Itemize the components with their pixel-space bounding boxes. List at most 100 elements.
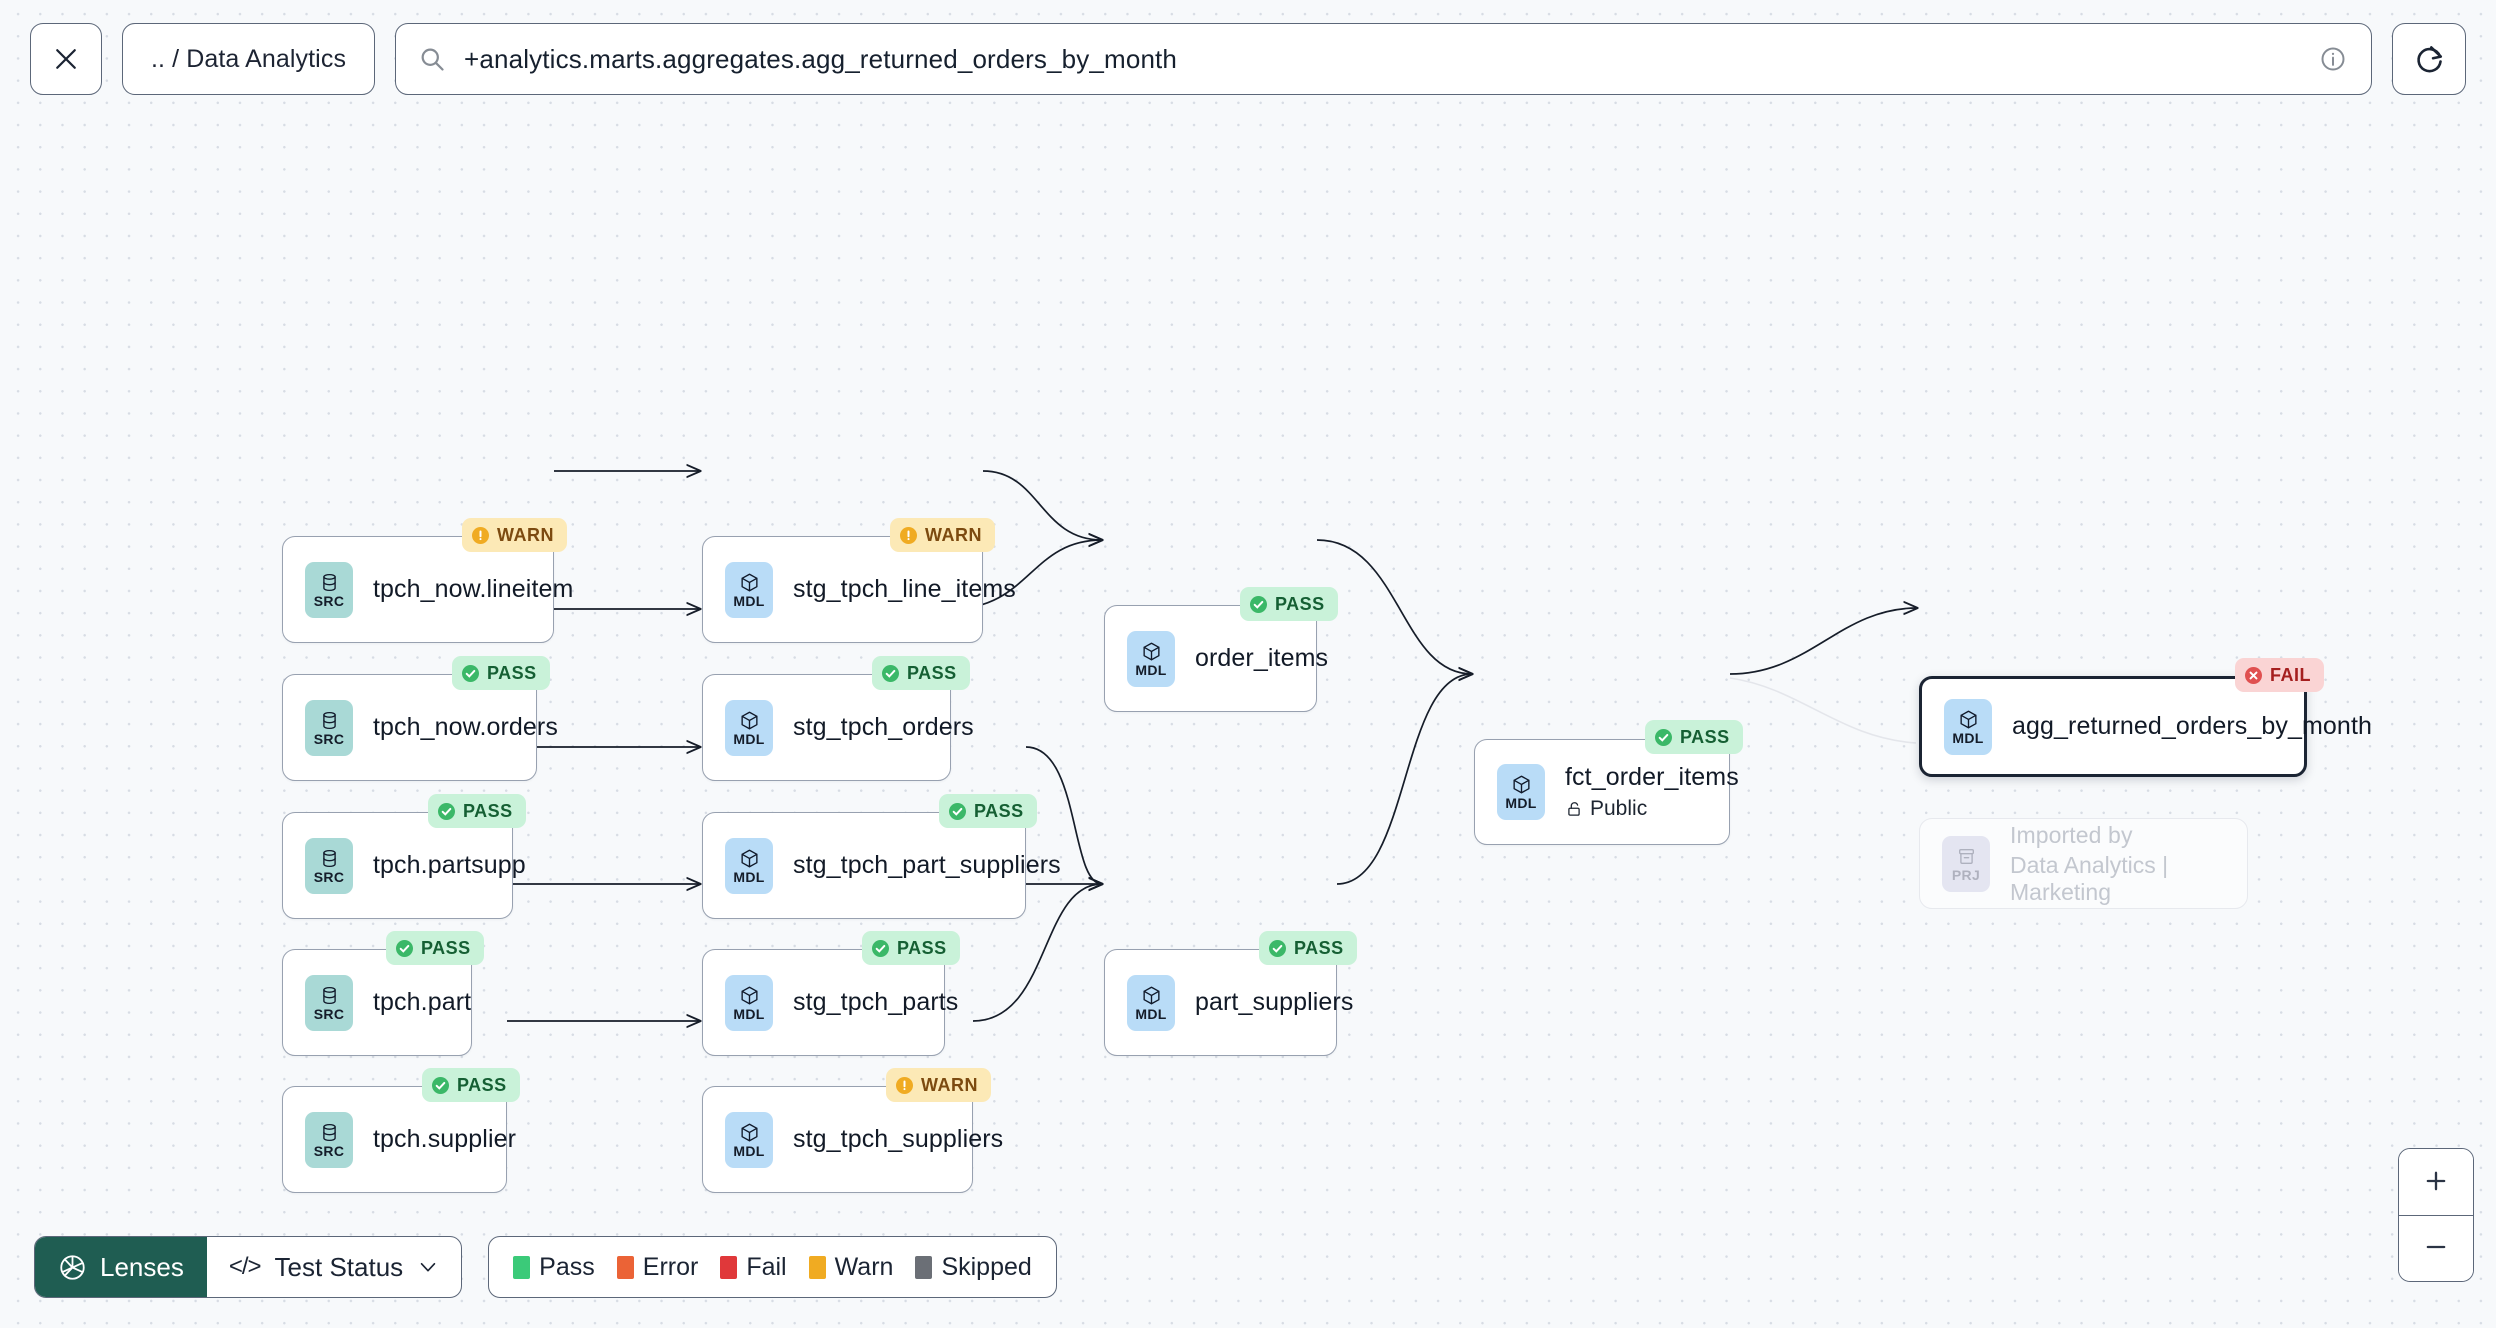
lineage-node-tpch_now_orders[interactable]: SRC tpch_now.orders [282, 674, 558, 781]
status-badge-tpch_now_lineitem[interactable]: WARN [462, 518, 567, 552]
status-badge-stg_tpch_parts[interactable]: PASS [862, 931, 960, 965]
node-label: order_items [1195, 644, 1329, 672]
legend-swatch [513, 1255, 531, 1279]
test-status-dropdown[interactable]: </> Test Status [207, 1237, 461, 1297]
node-type-chip-mdl: MDL [725, 561, 773, 618]
node-sublabel: Data Analytics | Marketing [2010, 852, 2247, 906]
node-type-chip-src: SRC [305, 837, 353, 894]
legend-item-fail[interactable]: Fail [720, 1253, 787, 1282]
status-badge-label: PASS [457, 1074, 507, 1095]
status-dot-icon [900, 526, 917, 544]
node-type-label: MDL [1505, 795, 1537, 811]
status-badge-stg_tpch_orders[interactable]: PASS [872, 656, 970, 690]
x-circle-icon [2249, 671, 2258, 679]
status-dot-icon [949, 802, 966, 820]
status-badge-tpch_now_orders[interactable]: PASS [452, 656, 550, 690]
cube-icon [740, 1123, 758, 1141]
cube-icon [740, 849, 758, 867]
node-type-label: PRJ [1951, 866, 1981, 883]
status-badge-fct_order_items[interactable]: PASS [1645, 720, 1743, 754]
status-badge-label: PASS [1294, 937, 1344, 958]
chevron-down-icon [417, 1256, 439, 1278]
node-type-chip-src: SRC [305, 699, 353, 756]
lineage-node-tpch_supplier[interactable]: SRC tpch.supplier [282, 1086, 516, 1193]
status-dot-icon [2245, 666, 2262, 684]
node-label: stg_tpch_suppliers [793, 1125, 1004, 1153]
project-icon [1958, 848, 1974, 864]
refresh-button[interactable] [2392, 23, 2466, 95]
legend-item-skipped[interactable]: Skipped [915, 1253, 1032, 1282]
legend-label: Warn [834, 1252, 894, 1281]
node-label-wrap: tpch.part [373, 988, 471, 1017]
warning-icon [903, 1080, 906, 1090]
check-circle-icon [441, 807, 452, 816]
node-label: tpch_now.orders [373, 713, 558, 741]
status-dot-icon [472, 526, 489, 544]
lineage-node-stg_tpch_line_items[interactable]: MDL stg_tpch_line_items [702, 536, 1016, 643]
breadcrumb[interactable]: .. / Data Analytics [122, 23, 376, 95]
cube-icon [740, 573, 758, 591]
status-badge-tpch_supplier[interactable]: PASS [422, 1068, 520, 1102]
status-dot-icon [1250, 595, 1267, 613]
node-label: fct_order_items [1565, 763, 1739, 791]
node-type-label: SRC [313, 868, 345, 885]
status-dot-icon [1655, 728, 1672, 746]
search-bar[interactable]: +analytics.marts.aggregates.agg_returned… [395, 23, 2372, 95]
status-badge-order_items[interactable]: PASS [1240, 587, 1338, 621]
node-type-label: SRC [313, 1142, 345, 1159]
node-label-wrap: tpch_now.orders [373, 713, 558, 742]
check-circle-icon [399, 944, 410, 953]
lenses-label: Lenses [100, 1251, 184, 1282]
node-type-label: MDL [733, 730, 765, 747]
zoom-controls [2398, 1148, 2474, 1282]
legend-item-warn[interactable]: Warn [808, 1252, 894, 1282]
status-badge-label: WARN [921, 1074, 978, 1095]
status-badge-stg_tpch_line_items[interactable]: WARN [890, 518, 995, 552]
node-type-label: MDL [733, 592, 765, 609]
status-badge-tpch_part[interactable]: PASS [386, 931, 484, 965]
legend-swatch [808, 1255, 826, 1279]
status-badge-stg_tpch_part_suppliers[interactable]: PASS [939, 794, 1037, 828]
legend-swatch [616, 1255, 634, 1279]
status-badge-agg_returned_orders_by_month[interactable]: FAIL [2235, 658, 2324, 692]
status-dot-icon [462, 664, 479, 682]
status-dot-icon [438, 802, 455, 820]
zoom-in-button[interactable] [2399, 1149, 2473, 1215]
node-label: stg_tpch_line_items [793, 575, 1016, 603]
node-label-wrap: stg_tpch_line_items [793, 575, 1016, 604]
status-badge-stg_tpch_suppliers[interactable]: WARN [886, 1068, 991, 1102]
node-label-wrap: tpch.supplier [373, 1125, 516, 1154]
node-label: tpch.partsupp [373, 851, 526, 879]
search-input[interactable]: +analytics.marts.aggregates.agg_returned… [464, 43, 1178, 74]
lineage-node-stg_tpch_parts[interactable]: MDL stg_tpch_parts [702, 949, 959, 1056]
node-label: stg_tpch_parts [793, 988, 959, 1016]
breadcrumb-label: .. / Data Analytics [151, 44, 347, 73]
lenses-button[interactable]: Lenses [35, 1237, 207, 1297]
info-icon[interactable] [2319, 45, 2347, 73]
unlock-icon [1568, 802, 1580, 816]
status-dot-icon [882, 664, 899, 682]
legend-item-pass[interactable]: Pass [513, 1253, 595, 1282]
legend-item-error[interactable]: Error [616, 1253, 698, 1282]
status-badge-tpch_partsupp[interactable]: PASS [428, 794, 526, 828]
close-button[interactable] [30, 23, 102, 95]
node-sublabel-text: Data Analytics | Marketing [2010, 851, 2169, 905]
node-type-chip-src: SRC [305, 561, 353, 618]
node-type-label: MDL [733, 1005, 765, 1022]
zoom-out-button[interactable] [2399, 1215, 2473, 1281]
lineage-node-tpch_partsupp[interactable]: SRC tpch.partsupp [282, 812, 526, 919]
status-badge-part_suppliers[interactable]: PASS [1259, 931, 1357, 965]
